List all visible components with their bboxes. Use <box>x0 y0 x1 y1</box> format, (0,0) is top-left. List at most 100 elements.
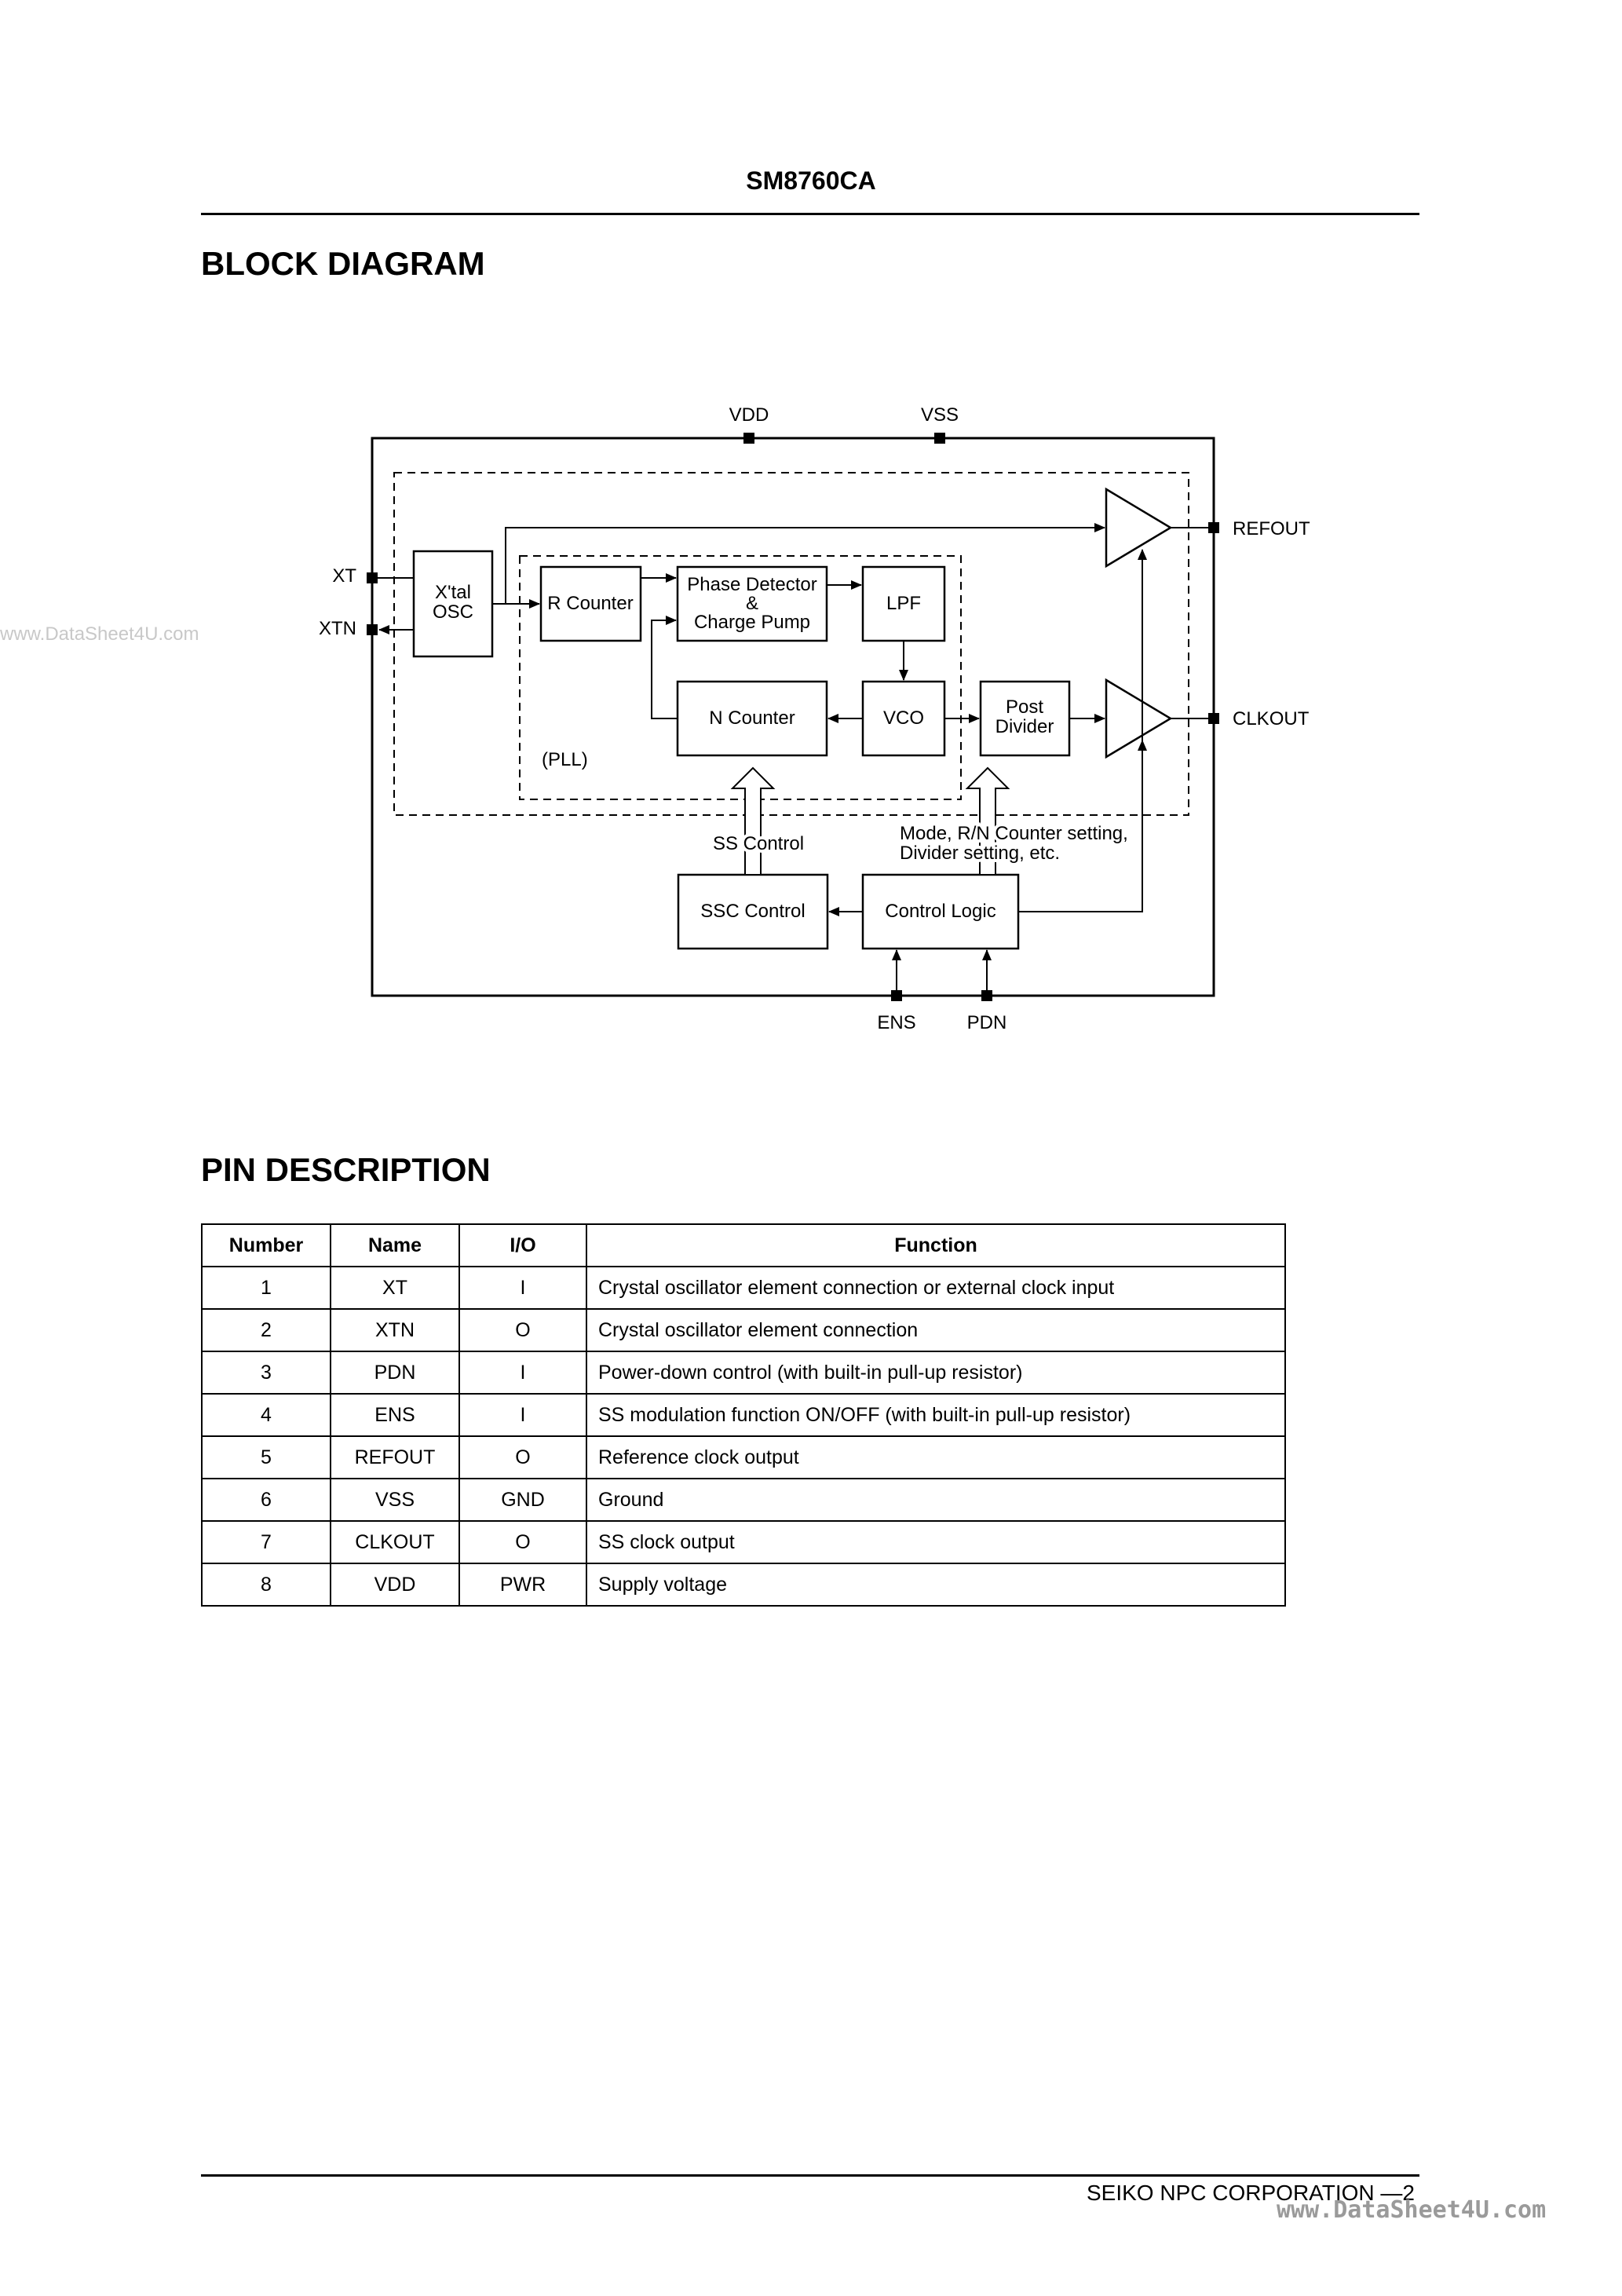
xtn-label: XTN <box>319 618 356 639</box>
pin-name: PDN <box>330 1351 460 1395</box>
header-rule <box>201 213 1419 215</box>
pin-description-heading: PIN DESCRIPTION <box>201 1151 491 1188</box>
footer-watermark: www.DataSheet4U.com <box>1277 2196 1547 2224</box>
pin-name: VSS <box>330 1478 460 1522</box>
pin-io: O <box>458 1435 587 1479</box>
table-row: 6 VSS GND Ground <box>201 1478 1286 1522</box>
vss-label: VSS <box>921 404 959 426</box>
block-diagram: VDD VSS XT XTN REFOUT CLKOUT ENS PDN X't… <box>319 404 1310 1033</box>
pin-function: SS modulation function ON/OFF (with buil… <box>586 1393 1286 1437</box>
signal-wires <box>378 523 1208 990</box>
col-header-function: Function <box>586 1223 1286 1267</box>
control-logic-block <box>861 873 1020 950</box>
xtn-pin <box>367 624 378 635</box>
refout-pin <box>1208 522 1219 533</box>
pin-io: O <box>458 1520 587 1564</box>
pin-function: Supply voltage <box>586 1563 1286 1607</box>
phase-detector-line2: & <box>746 593 758 614</box>
pin-name: XT <box>330 1266 460 1310</box>
ens-label: ENS <box>877 1012 915 1033</box>
phase-detector-line1: Phase Detector <box>687 574 816 595</box>
clkout-buffer <box>1105 678 1173 759</box>
ssc-control-label: SSC Control <box>700 901 805 922</box>
col-header-io: I/O <box>458 1223 587 1267</box>
table-row: 2 XTN O Crystal oscillator element conne… <box>201 1308 1286 1352</box>
pin-io: I <box>458 1351 587 1395</box>
phase-detector-line3: Charge Pump <box>694 612 810 633</box>
ss-control-arrow <box>730 766 776 876</box>
pin-number: 1 <box>201 1266 331 1310</box>
pin-name: REFOUT <box>330 1435 460 1479</box>
wire-osc-to-refout-buffer <box>505 523 1105 604</box>
vss-pin <box>934 433 945 444</box>
table-row: 1 XT I Crystal oscillator element connec… <box>201 1266 1286 1310</box>
pin-function: Reference clock output <box>586 1435 1286 1479</box>
pin-number: 6 <box>201 1478 331 1522</box>
wire-n-counter-feedback <box>651 616 678 719</box>
part-number-title: SM8760CA <box>746 166 876 195</box>
table-row: 4 ENS I SS modulation function ON/OFF (w… <box>201 1393 1286 1437</box>
table-row: 3 PDN I Power-down control (with built-i… <box>201 1351 1286 1395</box>
wire-control-to-clkout-buffer <box>1018 740 1147 912</box>
pin-number: 3 <box>201 1351 331 1395</box>
pin-io: O <box>458 1308 587 1352</box>
col-header-number: Number <box>201 1223 331 1267</box>
footer-company: SEIKO NPC CORPORATION —2 <box>1087 2181 1415 2205</box>
post-divider-block <box>979 680 1071 757</box>
pdn-label: PDN <box>967 1012 1007 1033</box>
pin-description-table: Number Name I/O Function 1 XT I Crystal … <box>201 1223 1286 1607</box>
table-row: 8 VDD PWR Supply voltage <box>201 1563 1286 1607</box>
n-counter-label: N Counter <box>709 707 795 729</box>
pin-io: PWR <box>458 1563 587 1607</box>
lpf-label: LPF <box>886 593 921 614</box>
pin-number: 8 <box>201 1563 331 1607</box>
vdd-pin <box>743 433 754 444</box>
mode-settings-line1: Mode, R/N Counter setting, <box>900 823 1128 844</box>
pin-function: Ground <box>586 1478 1286 1522</box>
table-row: 7 CLKOUT O SS clock output <box>201 1520 1286 1564</box>
block-diagram-heading: BLOCK DIAGRAM <box>201 245 485 282</box>
ens-pin <box>891 990 902 1001</box>
pll-label: (PLL) <box>542 749 588 770</box>
pin-function: SS clock output <box>586 1520 1286 1564</box>
pin-number: 4 <box>201 1393 331 1437</box>
footer-rule <box>201 2174 1419 2177</box>
pin-name: XTN <box>330 1308 460 1352</box>
r-counter-label: R Counter <box>547 593 633 614</box>
pll-region <box>519 555 962 800</box>
pin-io: I <box>458 1266 587 1310</box>
mode-settings-line2: Divider setting, etc. <box>900 843 1060 864</box>
xt-label: XT <box>332 565 356 587</box>
pin-name: CLKOUT <box>330 1520 460 1564</box>
pin-io: I <box>458 1393 587 1437</box>
dashed-outer-region <box>393 472 1189 816</box>
pin-number: 5 <box>201 1435 331 1479</box>
xt-pin <box>367 572 378 583</box>
watermark-left: www.DataSheet4U.com <box>0 623 199 645</box>
xtal-osc-line2: OSC <box>433 601 473 623</box>
xtal-osc-line1: X'tal <box>435 582 471 603</box>
clkout-label: CLKOUT <box>1233 708 1310 729</box>
n-counter-block <box>676 680 828 757</box>
pin-name: VDD <box>330 1563 460 1607</box>
settings-arrow <box>965 766 1010 876</box>
pin-function: Crystal oscillator element connection or… <box>586 1266 1286 1310</box>
xtal-osc-block <box>412 550 494 658</box>
pin-function: Crystal oscillator element connection <box>586 1308 1286 1352</box>
pin-function: Power-down control (with built-in pull-u… <box>586 1351 1286 1395</box>
refout-label: REFOUT <box>1233 518 1310 539</box>
table-header-row: Number Name I/O Function <box>201 1223 1286 1267</box>
pin-io: GND <box>458 1478 587 1522</box>
phase-detector-block <box>676 565 828 642</box>
post-divider-line1: Post <box>1006 696 1043 718</box>
pin-name: ENS <box>330 1393 460 1437</box>
control-logic-label: Control Logic <box>885 901 995 922</box>
ss-control-label: SS Control <box>713 833 804 854</box>
vco-label: VCO <box>883 707 924 729</box>
refout-buffer <box>1105 487 1173 569</box>
table-row: 5 REFOUT O Reference clock output <box>201 1435 1286 1479</box>
pin-number: 7 <box>201 1520 331 1564</box>
r-counter-block <box>539 565 642 642</box>
post-divider-line2: Divider <box>995 716 1054 737</box>
col-header-name: Name <box>330 1223 460 1267</box>
